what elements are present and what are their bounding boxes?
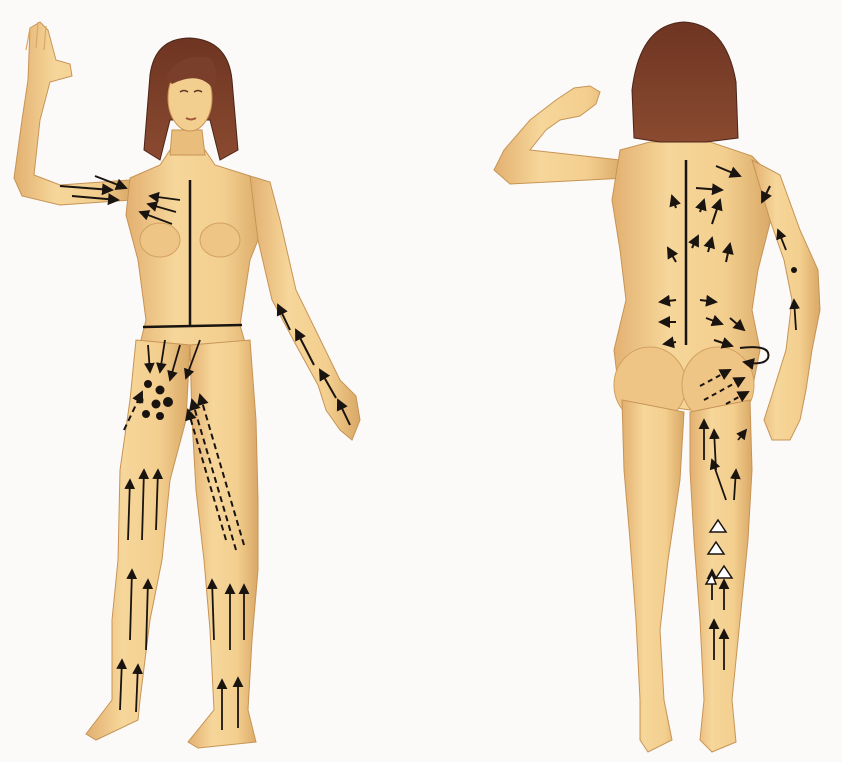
front-figure [14,22,360,748]
front-lowered-arm [250,176,360,440]
front-torso [126,150,265,360]
front-raised-arm [14,22,132,205]
back-figure [494,22,820,752]
back-left-leg [622,400,684,752]
back-raised-arm [494,86,626,184]
front-right-leg [188,340,258,748]
back-hair [632,22,738,142]
